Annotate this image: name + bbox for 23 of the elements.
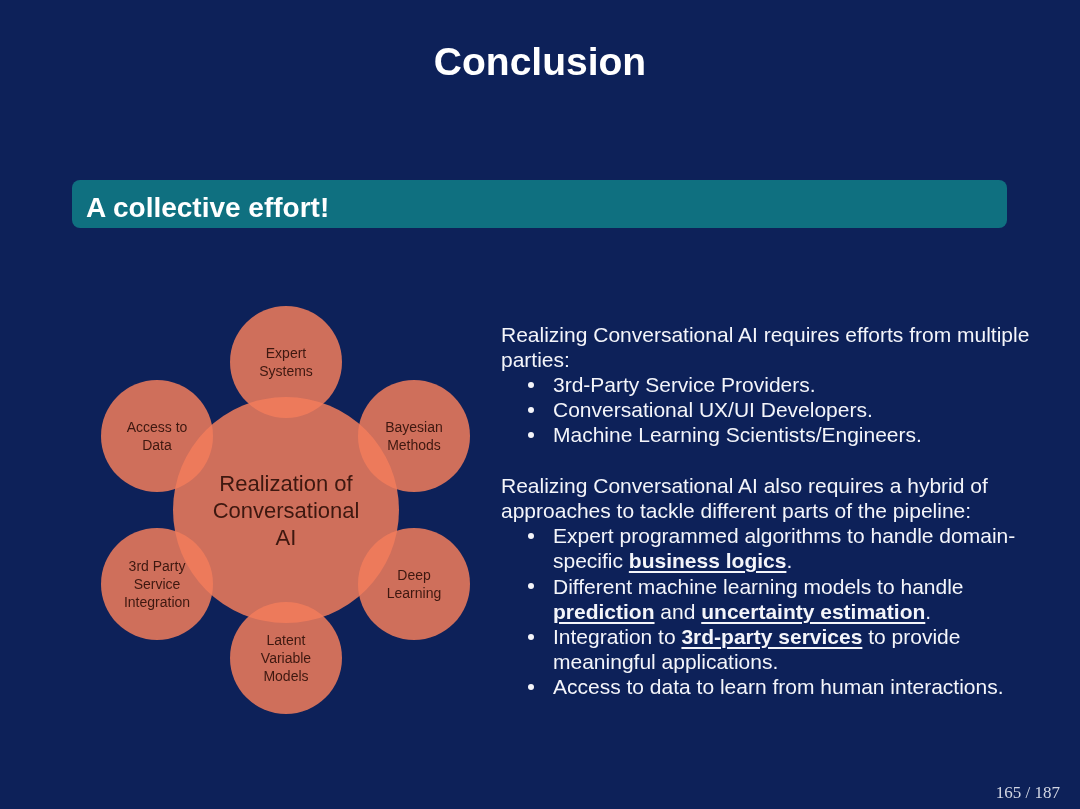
circle-label: Expert Systems: [258, 344, 314, 380]
bullet-text: Machine Learning Scientists/Engineers.: [553, 422, 922, 448]
circle-label: Bayesian Methods: [384, 418, 444, 454]
topic-circle: [230, 602, 342, 714]
bullet-text: Conversational UX/UI Developers.: [553, 397, 873, 423]
paragraph-text: Realizing Conversational AI also requires a hybrid of approaches to tackle different parts of the pipeline:: [501, 472, 989, 524]
slide-title: Conclusion: [433, 40, 647, 85]
circle-label: Realization of Conversational AI: [211, 469, 361, 551]
circle-label: 3rd Party Service Integration: [122, 557, 192, 611]
bullet-text: Integration to 3rd-party services to provide meaningful applications.: [553, 623, 962, 675]
topic-circle: [101, 528, 213, 640]
topic-circle: [358, 528, 470, 640]
bullet-text: Different machine learning models to handle prediction and uncertainty estimation.: [553, 573, 965, 624]
bullet-text: Access to data to learn from human interactions.: [553, 674, 1004, 700]
circle-label: Latent Variable Models: [259, 631, 313, 685]
paragraph-text: Realizing Conversational AI requires efforts from multiple parties:: [501, 321, 1031, 372]
circle-label: Access to Data: [125, 418, 189, 454]
block-title-band: [72, 180, 1007, 228]
bullet-text: 3rd-Party Service Providers.: [553, 371, 816, 398]
bullet-text: Expert programmed algorithms to handle domain-specific business logics.: [553, 523, 1017, 574]
circle-label: Deep Learning: [385, 566, 443, 602]
page-number: 165 / 187: [995, 783, 1060, 803]
block-title: A collective effort!: [86, 191, 330, 225]
